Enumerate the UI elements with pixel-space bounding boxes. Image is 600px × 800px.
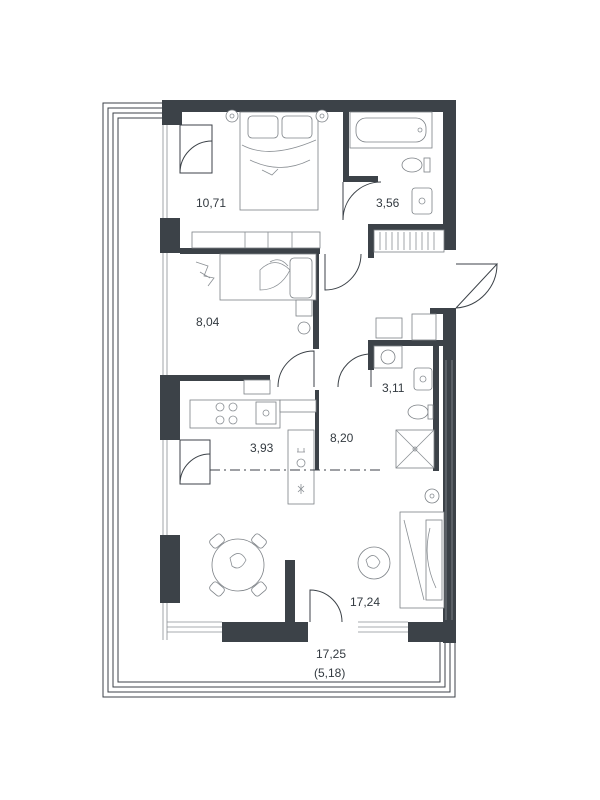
area-labels: 10,71 3,56 8,04 3,11 3,93 8,20 17,24 17,…: [196, 196, 405, 680]
area-balcony-reduced: (5,18): [314, 666, 345, 680]
area-living-room: 17,24: [350, 595, 380, 609]
windows: [162, 125, 453, 640]
living-room-furniture: [209, 488, 445, 609]
area-balcony: 17,25: [316, 647, 346, 661]
bedroom-2-furniture: [195, 253, 317, 395]
area-bathroom-1: 3,56: [376, 196, 400, 210]
area-bedroom-2: 8,04: [196, 315, 220, 329]
bathroom-2-fixtures: [373, 345, 435, 469]
kitchen-furniture: [189, 399, 380, 505]
area-kitchen: 3,93: [250, 441, 274, 455]
balcony-outline: [102, 102, 456, 698]
bathroom-1-fixtures: [349, 111, 433, 215]
area-bedroom-1: 10,71: [196, 196, 226, 210]
hallway-wardrobe: [373, 229, 445, 341]
area-hallway: 8,20: [330, 431, 354, 445]
doors: [179, 124, 498, 623]
bedroom-1-furniture: [191, 109, 329, 249]
area-bathroom-2: 3,11: [382, 381, 405, 395]
